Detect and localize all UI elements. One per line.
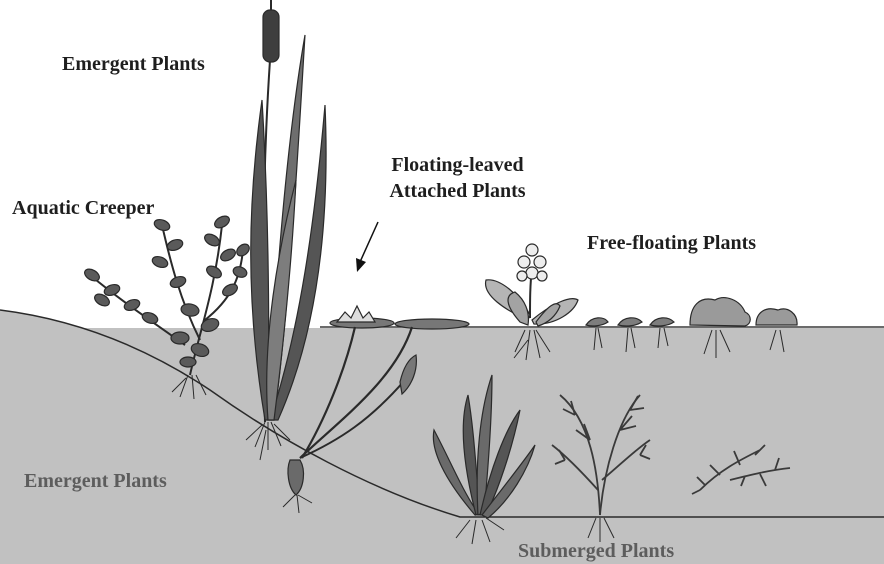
label-emergent-plants-bottom: Emergent Plants	[24, 470, 167, 492]
label-emergent-plants-top: Emergent Plants	[62, 53, 205, 75]
label-submerged-plants: Submerged Plants	[518, 540, 674, 562]
label-floating-leaved-line1: Floating-leaved	[365, 154, 550, 176]
label-free-floating-plants: Free-floating Plants	[587, 232, 756, 254]
label-floating-leaved: Floating-leaved Attached Plants	[365, 154, 550, 202]
floating-leaved-arrow	[356, 222, 378, 272]
label-aquatic-creeper: Aquatic Creeper	[12, 197, 154, 219]
label-floating-leaved-line2: Attached Plants	[365, 180, 550, 202]
